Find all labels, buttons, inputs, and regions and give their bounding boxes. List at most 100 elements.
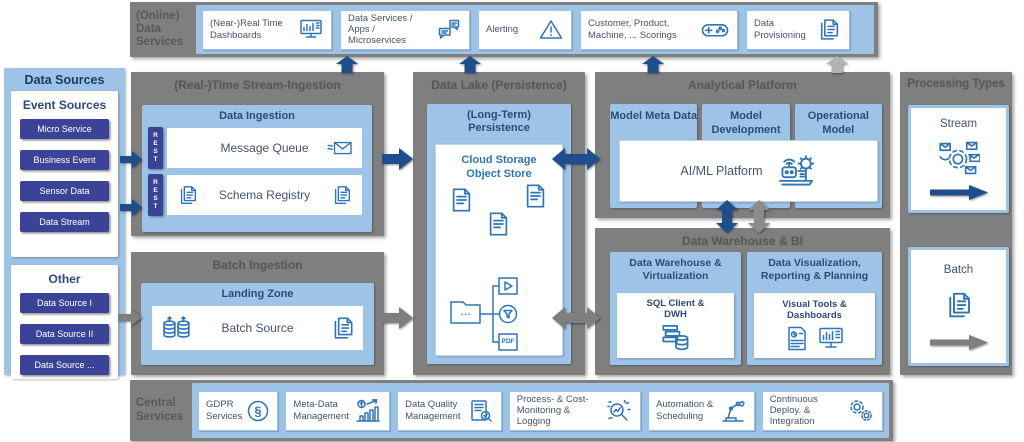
central-services-label: Central Services [136, 397, 184, 423]
documents-icon [816, 17, 842, 42]
batch-label: Batch [943, 263, 974, 276]
batch-ingestion-container: Batch Ingestion Landing Zone Batch Sourc… [131, 252, 384, 375]
cloud-storage-box: Cloud Storage Object Store ... PDF [435, 144, 563, 356]
monitor-chart-icon [298, 17, 324, 42]
data-quality-management-label: Data Quality Management [405, 399, 461, 422]
batch-arrow-icon [929, 334, 988, 350]
data-visualization-box: Data Visualization, Reporting & Planning… [747, 252, 882, 365]
object-docs-cluster [436, 182, 562, 272]
visual-tools-box: Visual Tools & Dashboards [754, 293, 875, 358]
source-data-source-1: Data Source I [20, 293, 109, 313]
processing-types-title: Processing Types [907, 78, 1005, 90]
arrow-analytical-dwh-blue-icon [716, 200, 738, 233]
process-cost-monitoring-label: Process- & Cost-Monitoring & Logging [516, 393, 589, 428]
folder-file-tree: ... PDF [443, 274, 555, 358]
batch-source-row: Batch Source [151, 305, 364, 352]
schema-registry-row: REST Schema Registry [148, 174, 363, 217]
gdpr-services-box: GDPR Services § [198, 390, 279, 431]
source-data-stream: Data Stream [20, 212, 109, 232]
alerting-box: Alerting [478, 9, 572, 50]
scorings-label: Customer, Product, Machine, ... Scorings [588, 18, 677, 41]
landing-zone-box: Landing Zone Batch Source [141, 283, 374, 365]
processing-types-container: Processing Types Stream Batch [900, 72, 1012, 375]
folder-ellipsis-label: ... [460, 306, 472, 317]
realtime-dashboards-box: (Near-)Real Time Dashboards [202, 9, 332, 50]
arrow-lake-dwh-icon [552, 306, 600, 330]
robot-gear-icon [775, 153, 817, 189]
meta-data-management-box: Meta-Data Management [285, 390, 391, 431]
data-sources-panel: Data Sources Event Sources Micro Service… [4, 68, 125, 379]
dwh-virtualization-box: Data Warehouse & Virtualization SQL Clie… [610, 252, 741, 365]
arrow-batch-to-lake-icon [382, 306, 414, 330]
gears-icon [847, 398, 875, 424]
dwh-bi-title: Data Warehouse & BI [682, 234, 803, 248]
online-services-bar: (Online) Data Services (Near-)Real Time … [130, 2, 878, 57]
arrow-sources-to-batch-icon [118, 309, 142, 326]
source-micro-service: Micro Service [20, 119, 109, 139]
arrow-analytical-dwh-gray-icon [748, 200, 770, 233]
cloud-storage-label: Cloud Storage Object Store [461, 154, 537, 180]
realtime-dashboards-label: (Near-)Real Time Dashboards [210, 18, 283, 41]
warning-triangle-icon [538, 17, 564, 42]
report-icon [785, 325, 809, 352]
arrow-up-stream-to-services-icon [336, 56, 358, 73]
dwh-bi-container: Data Warehouse & BI Data Warehouse & Vir… [595, 228, 890, 375]
event-sources-title: Event Sources [22, 98, 107, 112]
aiml-platform-box: AI/ML Platform [619, 140, 878, 202]
db-stack-icon [659, 323, 693, 353]
documents-icon [175, 184, 201, 206]
rest-tab: REST [148, 174, 163, 217]
source-business-event: Business Event [20, 150, 109, 170]
stream-label: Stream [939, 117, 978, 130]
batch-source-box: Batch Source [151, 305, 364, 352]
document-icon [448, 186, 475, 214]
message-queue-row: REST Message Queue [148, 127, 363, 170]
data-ingestion-title: Data Ingestion [219, 110, 295, 122]
source-sensor-data: Sensor Data [20, 181, 109, 201]
schema-registry-box: Schema Registry [166, 174, 363, 217]
data-provisioning-label: Data Provisioning [754, 18, 806, 41]
arrow-lake-analytical-icon [552, 147, 600, 171]
schema-registry-label: Schema Registry [218, 188, 311, 203]
chart-growth-icon [354, 398, 382, 424]
stream-gear-icon [938, 140, 980, 176]
visual-tools-icons [785, 325, 845, 352]
dashboard-monitor-icon [817, 325, 845, 352]
section-sign-icon: § [246, 399, 270, 423]
online-services-band: (Near-)Real Time Dashboards Data Service… [196, 5, 874, 54]
stream-ingestion-container: (Real-)Time Stream-Ingestion Data Ingest… [131, 72, 384, 236]
data-lake-title: Data Lake (Persistence) [431, 78, 567, 92]
data-ingestion-box: Data Ingestion REST Message Queue REST S… [142, 105, 372, 232]
arrow-up-gray-to-services-icon [826, 56, 848, 73]
arrow-stream-to-lake-icon [382, 147, 414, 171]
arrow-up-lake-to-services-icon [459, 56, 481, 73]
visual-tools-label: Visual Tools & Dashboards [782, 298, 847, 322]
robot-arm-icon [719, 398, 747, 424]
continuous-deploy-box: Continuous Deploy. & Integration [761, 390, 883, 431]
data-visualization-title: Data Visualization, Reporting & Planning [760, 257, 869, 282]
data-services-apps-box: Data Services / Apps / Microservices [340, 9, 470, 50]
envelope-icon [325, 137, 355, 159]
data-sources-title: Data Sources [24, 73, 105, 87]
other-sources-group: Other Data Source I Data Source II Data … [11, 265, 118, 379]
landing-zone-title: Landing Zone [221, 288, 294, 300]
arrow-sources-to-rest-1-icon [120, 151, 142, 168]
pdf-label: PDF [501, 337, 515, 345]
central-services-band: GDPR Services § Meta-Data Management Dat… [192, 383, 889, 438]
online-services-label: (Online) Data Services [136, 9, 184, 49]
arrow-sources-to-rest-2-icon [120, 199, 142, 216]
documents-icon [330, 314, 356, 342]
source-data-source-2: Data Source II [20, 324, 109, 344]
gdpr-services-label: GDPR Services [206, 399, 243, 422]
documents-icon [329, 184, 355, 206]
batch-processing-box: Batch [908, 247, 1009, 366]
aiml-platform-label: AI/ML Platform [680, 164, 763, 178]
gamepad-icon [700, 17, 730, 42]
analytical-platform-title: Analytical Platform [688, 78, 797, 92]
document-icon [522, 182, 549, 210]
arrow-up-analytical-to-services-icon [642, 56, 664, 73]
automation-scheduling-box: Automation & Scheduling [648, 390, 755, 431]
databases-icon [160, 314, 194, 342]
analytical-platform-container: Analytical Platform Model Meta Data Mode… [595, 72, 890, 218]
persistence-box: (Long-Term) Persistence Cloud Storage Ob… [427, 104, 571, 364]
